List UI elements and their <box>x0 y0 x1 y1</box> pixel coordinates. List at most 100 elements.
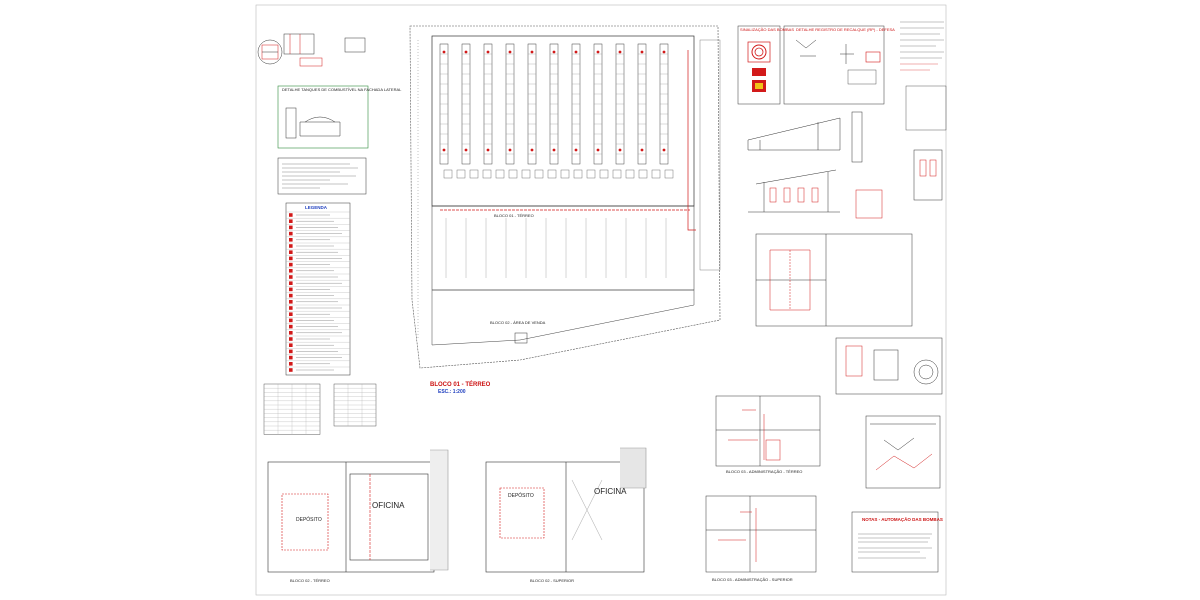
sinalizacao-title: SINALIZAÇÃO DAS BOMBAS <box>740 27 795 32</box>
admin-plan-terreo <box>715 395 821 467</box>
checkout-counter <box>482 169 492 179</box>
checkout-counter <box>612 169 622 179</box>
tanque-detail-box <box>277 85 369 149</box>
checkout-counter <box>638 169 648 179</box>
legend-symbol <box>289 219 293 223</box>
bottom-plan-room-2b: OFICINA <box>594 487 627 496</box>
main-plan-road-label: BLOCO 02 - ÁREA DE VENDA <box>490 320 546 325</box>
isometric-piping-detail <box>865 415 941 489</box>
checkout-counter <box>651 169 661 179</box>
top-left-detail <box>257 33 366 67</box>
bottom-plan-label-3: BLOCO 03 - ADMINISTRAÇÃO - TÉRREO <box>726 469 803 474</box>
fire-device-marker <box>596 148 600 152</box>
hidrante-detail-box <box>783 25 885 105</box>
shelving-rows <box>439 43 674 179</box>
fire-device-marker <box>640 50 644 54</box>
legend-symbol <box>289 343 293 347</box>
automacao-title: NOTAS - AUTOMAÇÃO DAS BOMBAS <box>862 517 943 522</box>
checkout-counter <box>469 169 479 179</box>
fire-device-marker <box>662 50 666 54</box>
checkout-counter <box>456 169 466 179</box>
legend-symbol <box>289 281 293 285</box>
automacao-notes-box <box>851 511 939 573</box>
legend-symbol <box>289 213 293 217</box>
legend-symbol <box>289 368 293 372</box>
legend-symbol <box>289 225 293 230</box>
bottom-plan-label-4: BLOCO 03 - ADMINISTRAÇÃO - SUPERIOR <box>712 577 793 582</box>
bottom-plan-room-1a: DEPÓSITO <box>296 517 322 523</box>
checkout-counter <box>625 169 635 179</box>
fire-device-marker <box>596 50 600 54</box>
fire-device-marker <box>640 148 644 152</box>
checkout-counter <box>508 169 518 179</box>
legend-symbol <box>289 262 293 267</box>
legend-symbol <box>289 244 293 248</box>
bottom-plan-label-1: BLOCO 02 - TÉRREO <box>290 578 330 583</box>
fire-device-marker <box>552 148 556 152</box>
fire-device-marker <box>530 148 534 152</box>
legend-symbol <box>289 300 293 304</box>
checkout-counter <box>534 169 544 179</box>
small-table-2 <box>333 383 377 427</box>
memorial-text-block <box>277 157 367 195</box>
fire-device-marker <box>508 148 512 152</box>
fire-device-marker <box>508 50 512 54</box>
fire-device-marker <box>574 148 578 152</box>
parking-stalls <box>445 218 667 278</box>
legend-symbol <box>289 256 293 261</box>
checkout-counter <box>586 169 596 179</box>
fire-device-marker <box>574 50 578 54</box>
bottom-plan-label-2: BLOCO 02 - SUPERIOR <box>530 578 575 583</box>
fire-device-marker <box>464 50 468 54</box>
fire-device-marker <box>442 148 446 152</box>
notes-text-top-right <box>900 21 947 131</box>
bloco02-terreo-plan <box>267 449 449 573</box>
fire-device-marker <box>486 148 490 152</box>
fire-device-marker <box>530 50 534 54</box>
legend-symbol <box>289 362 293 366</box>
legend-symbol <box>289 318 293 323</box>
checkout-counter <box>495 169 505 179</box>
tanque-title: DETALHE TANQUES DE COMBUSTÍVEL NA FACHAD… <box>282 87 402 92</box>
legend-symbol <box>289 275 293 279</box>
legend-symbol <box>289 250 293 254</box>
legend-symbol <box>289 287 293 292</box>
legend-symbol <box>289 312 293 316</box>
fire-device-marker <box>618 148 622 152</box>
fire-device-marker <box>662 148 666 152</box>
legend-symbol <box>289 355 293 360</box>
checkout-counter <box>547 169 557 179</box>
legend-table <box>285 202 351 376</box>
checkout-counter <box>443 169 453 179</box>
bottom-plan-room-1b: OFICINA <box>372 501 405 510</box>
main-plan-scale: ESC.: 1:200 <box>438 389 466 395</box>
bottom-plan-room-2a: DEPÓSITO <box>508 493 534 499</box>
legend-symbol <box>289 293 293 298</box>
legend-symbol <box>289 349 293 354</box>
canopy-elevations <box>747 111 943 219</box>
legend-symbol <box>289 306 293 310</box>
checkout-counter <box>664 169 674 179</box>
fire-device-marker <box>552 50 556 54</box>
fire-device-marker <box>464 148 468 152</box>
hidrante-title: DETALHE REGISTRO DE RECALQUE (RP) - DEFE… <box>796 27 895 32</box>
checkout-counter <box>560 169 570 179</box>
bloco02-superior-plan <box>485 447 647 573</box>
fire-device-marker <box>442 50 446 54</box>
legend-symbol <box>289 231 293 236</box>
admin-plan-superior <box>705 495 817 573</box>
main-site-plan <box>409 25 721 369</box>
legend-symbol <box>289 238 293 242</box>
checkout-counter <box>521 169 531 179</box>
checkout-counter <box>573 169 583 179</box>
fire-device-marker <box>486 50 490 54</box>
small-table-1 <box>263 383 321 435</box>
legend-symbol <box>289 337 293 341</box>
main-plan-title: BLOCO 01 - TÉRREO <box>430 382 491 388</box>
legend-title: LEGENDA <box>305 205 328 210</box>
admin-plan-mid-right <box>755 233 913 327</box>
detector-detail-box <box>835 337 943 395</box>
sheet-border <box>255 4 947 596</box>
legend-symbol <box>289 324 293 329</box>
